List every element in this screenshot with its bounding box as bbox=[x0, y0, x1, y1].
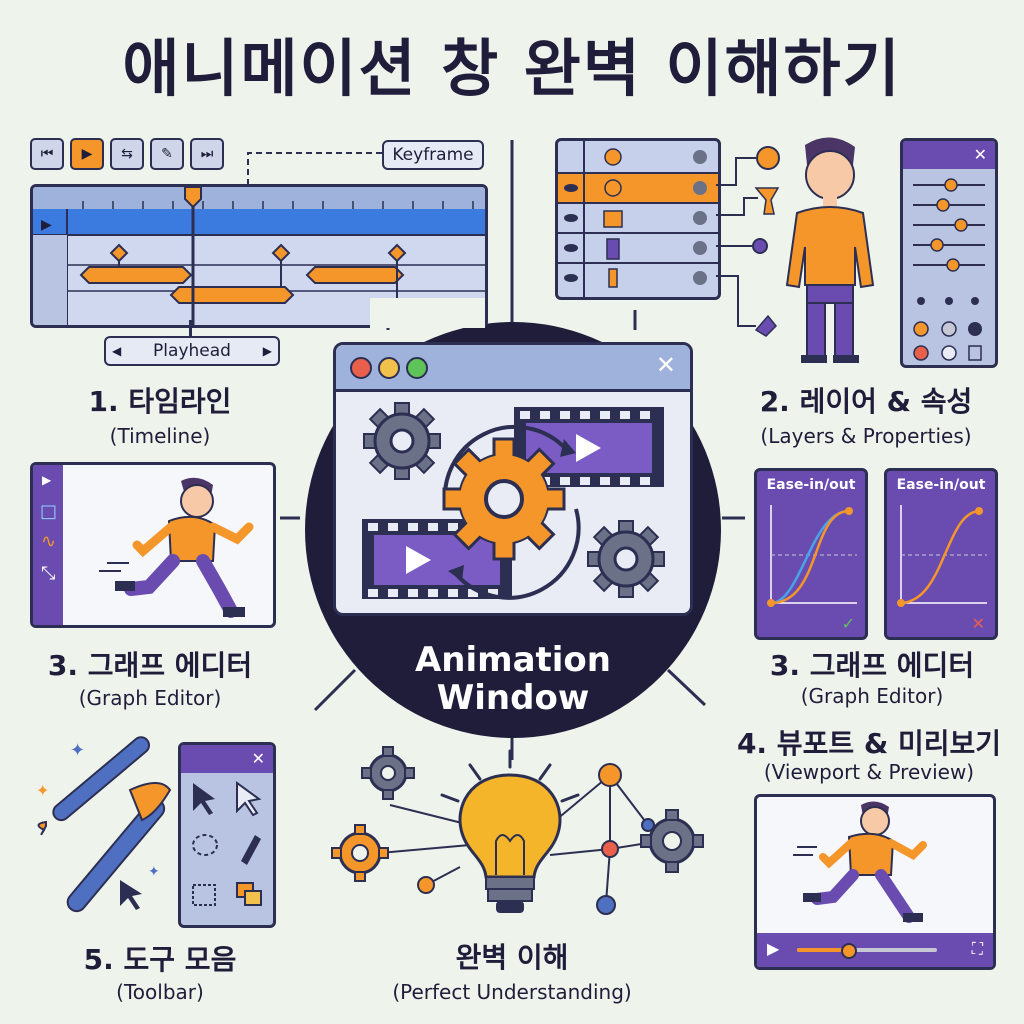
ease-curve-1 bbox=[767, 505, 857, 607]
graph-editor-left-label: 3. 그래프 에디터 bbox=[47, 649, 253, 682]
film-strip-icon bbox=[362, 519, 512, 599]
gear-icon bbox=[693, 150, 707, 285]
cross-icon: ✕ bbox=[971, 614, 985, 633]
tool-scale-icon[interactable]: ⤡ bbox=[41, 563, 56, 584]
playhead-pointer-line bbox=[189, 320, 192, 338]
layers-panel[interactable] bbox=[555, 138, 721, 300]
hub-label-line2: Window bbox=[436, 678, 590, 718]
hub-label-line1: Animation bbox=[414, 640, 611, 680]
layers-stack-icon bbox=[244, 890, 262, 906]
viewport-label: 4. 뷰포트 & 미리보기 bbox=[736, 727, 1002, 760]
graph-editor-right-label: 3. 그래프 에디터 bbox=[769, 649, 975, 682]
direct-select-icon bbox=[236, 781, 262, 817]
hub-window[interactable]: ✕ bbox=[333, 342, 693, 616]
brush-icon bbox=[37, 736, 172, 913]
viewport-running-character bbox=[793, 801, 927, 923]
toolbar-panel[interactable]: ✕ bbox=[178, 742, 276, 928]
eyedropper-icon bbox=[241, 835, 261, 865]
eye-icon bbox=[564, 184, 578, 282]
chevron-left-icon[interactable]: ◀ bbox=[112, 344, 122, 358]
play-icon[interactable]: ▶ bbox=[767, 939, 780, 958]
yellow-dot-icon[interactable] bbox=[378, 357, 400, 379]
timeline-sublabel: (Timeline) bbox=[109, 424, 211, 448]
playhead-label: Playhead bbox=[153, 341, 231, 361]
scrubber-handle[interactable] bbox=[841, 943, 857, 959]
gear-icon bbox=[640, 809, 704, 873]
property-sliders bbox=[913, 178, 985, 361]
ease-card-2[interactable]: Ease-in/out ✕ bbox=[884, 468, 998, 640]
properties-titlebar bbox=[903, 141, 995, 169]
understanding-sublabel: (Perfect Understanding) bbox=[392, 980, 632, 1004]
close-icon[interactable]: ✕ bbox=[973, 145, 987, 164]
select-arrow-icon bbox=[193, 783, 215, 815]
check-icon: ✓ bbox=[841, 614, 855, 633]
layers-sublabel: (Layers & Properties) bbox=[760, 424, 972, 448]
svg-text:✦: ✦ bbox=[70, 740, 85, 761]
layers-label: 2. 레이어 & 속성 bbox=[759, 385, 973, 418]
timeline-label: 1. 타임라인 bbox=[88, 385, 232, 418]
layer-connectors bbox=[716, 146, 780, 337]
toolbar-label: 5. 도구 모음 bbox=[83, 943, 237, 976]
ease-card-1-title: Ease-in/out bbox=[766, 477, 856, 493]
viewport-sublabel: (Viewport & Preview) bbox=[763, 760, 975, 784]
timeline-track-panel[interactable]: ▶ bbox=[30, 184, 488, 328]
toolbar-titlebar bbox=[181, 745, 273, 773]
keyframe-pointer-line bbox=[247, 152, 382, 188]
toolbar-sublabel: (Toolbar) bbox=[116, 980, 204, 1004]
gear-icon bbox=[331, 824, 389, 882]
viewport-panel[interactable]: ▶ ⛶ bbox=[754, 794, 996, 970]
fullscreen-icon[interactable]: ⛶ bbox=[971, 939, 983, 958]
toolbar-tools bbox=[192, 781, 262, 906]
playhead-tag: ◀ Playhead ▶ bbox=[104, 336, 280, 366]
ease-card-1[interactable]: Ease-in/out ✓ bbox=[754, 468, 868, 640]
svg-text:✦: ✦ bbox=[148, 864, 160, 880]
loop-button[interactable]: ⇆ bbox=[110, 138, 144, 170]
play-button[interactable]: ▶ bbox=[70, 138, 104, 170]
gear-icon bbox=[363, 402, 441, 480]
transform-icon bbox=[192, 884, 216, 906]
tool-select-icon[interactable]: □ bbox=[40, 501, 58, 522]
layers-rows bbox=[558, 141, 718, 297]
tool-play-icon[interactable]: ▶ bbox=[42, 473, 52, 487]
chevron-right-icon[interactable]: ▶ bbox=[262, 344, 272, 358]
understanding-label: 완벽 이해 bbox=[455, 941, 569, 974]
running-character bbox=[99, 477, 254, 618]
page-title: 애니메이션 창 완벽 이해하기 bbox=[122, 32, 902, 105]
close-icon[interactable]: ✕ bbox=[655, 351, 676, 379]
tool-curve-icon[interactable]: ∿ bbox=[41, 531, 57, 552]
scrubber-track[interactable] bbox=[797, 948, 937, 952]
lightbulb-network bbox=[331, 746, 704, 915]
skip-start-button[interactable]: ⏮ bbox=[30, 138, 64, 170]
ease-curve-2 bbox=[897, 505, 987, 607]
graph-editor-toolstrip bbox=[33, 465, 63, 625]
hub-window-titlebar: ✕ bbox=[336, 345, 690, 392]
lasso-icon bbox=[192, 834, 218, 856]
svg-text:✦: ✦ bbox=[36, 781, 49, 800]
row-play-icon[interactable]: ▶ bbox=[41, 217, 52, 233]
gear-icon bbox=[587, 520, 665, 598]
skip-end-button[interactable]: ⏭ bbox=[190, 138, 224, 170]
graph-editor-right-sublabel: (Graph Editor) bbox=[800, 684, 944, 708]
scrubber-fill bbox=[797, 948, 847, 952]
cursor-icon bbox=[120, 880, 142, 910]
lightbulb-icon bbox=[458, 773, 562, 913]
hub-illustration bbox=[362, 402, 665, 600]
character-figure bbox=[785, 137, 875, 363]
brush-illustration: ✦ ✦ ✦ bbox=[36, 736, 172, 913]
red-dot-icon[interactable] bbox=[350, 357, 372, 379]
gear-icon bbox=[442, 437, 566, 561]
keyframe-tag: Keyframe bbox=[382, 140, 484, 170]
edit-button[interactable]: ✎ bbox=[150, 138, 184, 170]
timeline-tracks bbox=[33, 187, 485, 325]
green-dot-icon[interactable] bbox=[406, 357, 428, 379]
viewport-controls: ▶ ⛶ bbox=[757, 933, 993, 967]
gear-icon bbox=[361, 746, 415, 800]
properties-panel[interactable]: ✕ bbox=[900, 138, 998, 368]
close-icon[interactable]: ✕ bbox=[251, 749, 265, 768]
timeline-bg-cutout bbox=[370, 298, 485, 328]
graph-editor-left-sublabel: (Graph Editor) bbox=[78, 686, 222, 710]
graph-editor-left-panel[interactable]: ▶ □ ∿ ⤡ bbox=[30, 462, 276, 628]
ease-card-2-title: Ease-in/out bbox=[896, 477, 986, 493]
